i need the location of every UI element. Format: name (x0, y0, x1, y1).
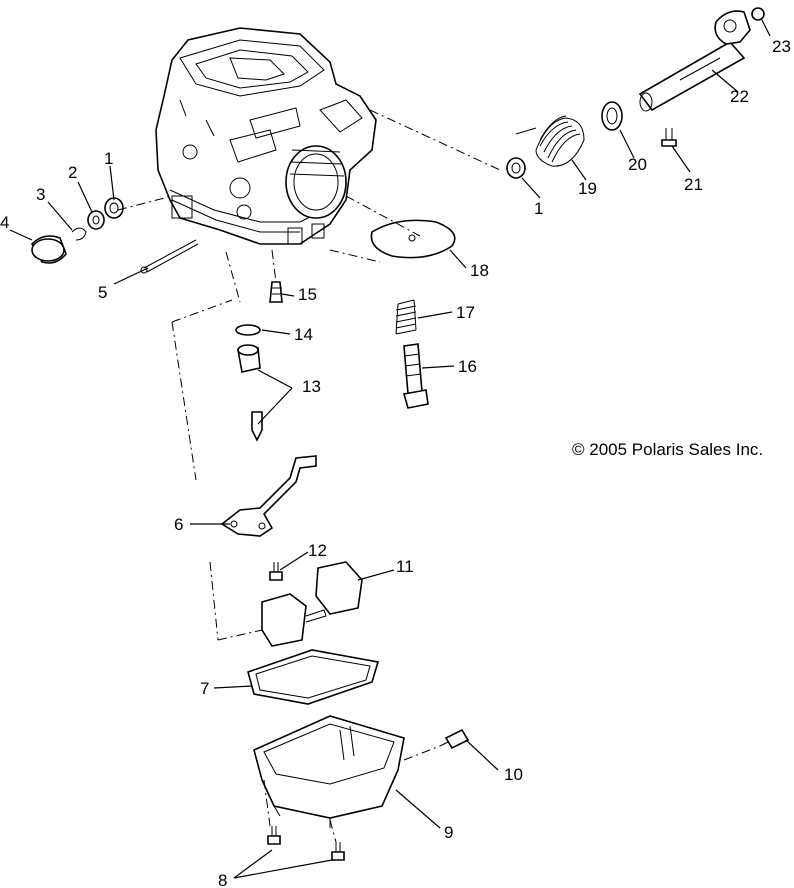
part-21-screw (661, 128, 677, 147)
part-7-gasket (247, 649, 380, 705)
label-14: 14 (294, 325, 313, 344)
label-5: 5 (98, 283, 107, 302)
part-13-needle-valve (237, 344, 263, 442)
label-2: 2 (68, 163, 77, 182)
label-20: 20 (628, 155, 647, 174)
leader-lines (9, 19, 771, 879)
label-17: 17 (456, 303, 475, 322)
label-10: 10 (504, 765, 523, 784)
label-8: 8 (218, 871, 227, 888)
part-20-bushing (601, 101, 623, 131)
part-6-bracket (220, 455, 317, 537)
part-8-screws (267, 826, 345, 861)
label-4: 4 (0, 213, 9, 232)
label-1-right: 1 (534, 199, 543, 218)
label-1-left: 1 (104, 149, 113, 168)
label-13: 13 (302, 377, 321, 396)
part-1-seal-left (104, 197, 124, 219)
part-9-float-bowl (253, 715, 405, 828)
label-12: 12 (308, 541, 327, 560)
part-1-seal-right (506, 157, 526, 179)
label-3: 3 (36, 185, 45, 204)
alignment-lines (117, 109, 501, 843)
label-9: 9 (444, 823, 453, 842)
label-23: 23 (772, 37, 791, 56)
label-7: 7 (200, 679, 209, 698)
callout-labels: 1 2 3 4 5 15 14 13 17 16 18 1 19 20 21 2… (0, 37, 791, 888)
part-22-shaft (638, 40, 746, 112)
carburetor-body (155, 27, 377, 245)
part-5-shaft (140, 239, 199, 274)
label-22: 22 (730, 87, 749, 106)
part-23-lever (714, 7, 765, 45)
part-18-diaphragm (370, 219, 456, 259)
label-18: 18 (470, 261, 489, 280)
label-11: 11 (396, 557, 414, 576)
part-10-drain-screw (439, 728, 470, 750)
label-16: 16 (458, 357, 477, 376)
part-3-clip (71, 227, 87, 241)
part-4-cap (31, 235, 67, 264)
part-12-screw (269, 562, 283, 581)
part-2-washer (87, 210, 105, 230)
label-6: 6 (174, 515, 183, 534)
part-19-spring (515, 115, 585, 167)
part-16-needle (402, 343, 429, 409)
label-19: 19 (578, 179, 597, 198)
label-15: 15 (298, 285, 317, 304)
part-11-float (261, 561, 363, 647)
part-15-jet (269, 281, 283, 303)
label-21: 21 (684, 175, 703, 194)
part-17-spring (395, 299, 417, 335)
copyright-notice: © 2005 Polaris Sales Inc. (572, 440, 763, 459)
part-14-oring (235, 324, 261, 336)
